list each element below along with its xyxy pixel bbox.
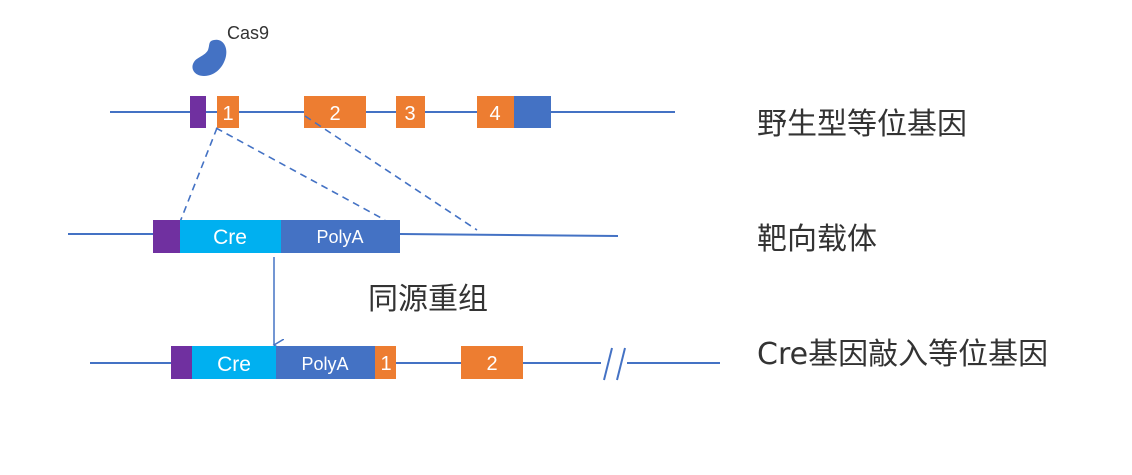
homologous-recombination-label: 同源重组	[368, 282, 488, 317]
homology-guide-middle	[215, 127, 386, 221]
cas9-label: Cas9	[227, 23, 269, 43]
wild-type-exon-3	[396, 96, 425, 128]
knock-in-exon-1	[375, 346, 396, 379]
wild-type-exon-4	[477, 96, 514, 128]
knock-in-cre-block	[192, 346, 276, 379]
wild-type-exon-2	[304, 96, 366, 128]
wild-type-exon-3-label: 3	[404, 103, 415, 125]
knock-in-exon-2	[461, 346, 523, 379]
vector-cre-label: Cre	[213, 226, 247, 249]
knock-in-polya-label: PolyA	[301, 354, 348, 374]
vector-polya-block	[281, 220, 400, 253]
targeting-vector-label: 靶向载体	[757, 222, 877, 257]
cas9-protein-icon	[192, 39, 227, 76]
knock-in-cre-label: Cre	[217, 353, 251, 376]
knock-in-exon-1-label: 1	[380, 353, 391, 375]
wild-type-exon-2-label: 2	[329, 103, 340, 125]
vector-cre-block	[180, 220, 281, 253]
homology-guide-left	[179, 127, 218, 223]
knock-in-polya-block	[276, 346, 375, 379]
wild-type-allele-label: 野生型等位基因	[757, 107, 967, 142]
wild-type-exon-1-label: 1	[222, 103, 233, 125]
vector-homology-arm	[153, 220, 180, 253]
homology-guide-right	[304, 115, 478, 231]
sequence-break-mark	[601, 347, 627, 381]
wild-type-exon-1	[217, 96, 239, 128]
vector-dna-line-right	[399, 233, 619, 237]
wild-type-exon-4-label: 4	[489, 103, 500, 125]
wild-type-utr-block	[514, 96, 551, 128]
vector-polya-label: PolyA	[316, 227, 363, 247]
wild-type-homology-arm	[190, 96, 206, 128]
knock-in-homology-arm	[171, 346, 192, 379]
knock-in-exon-2-label: 2	[486, 353, 497, 375]
cre-knock-in-allele-label: Cre基因敲入等位基因	[757, 337, 1049, 372]
